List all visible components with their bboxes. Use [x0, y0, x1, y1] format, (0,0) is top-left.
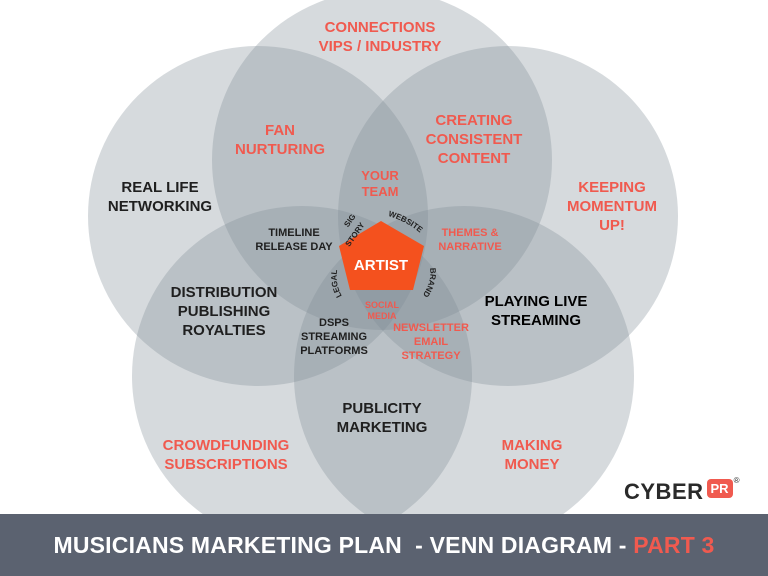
area-keeping-line: MOMENTUM	[567, 198, 657, 215]
area-social-line: MEDIA	[368, 311, 398, 321]
footer-title-accent: PART 3	[633, 531, 715, 558]
area-social-line: SOCIAL	[365, 300, 400, 310]
area-playing-line: STREAMING	[491, 312, 581, 329]
area-creating-line: CREATING	[435, 112, 512, 129]
footer-banner: MUSICIANS MARKETING PLAN - VENN DIAGRAM …	[0, 514, 768, 576]
area-playing: PLAYING LIVE STREAMING	[485, 293, 588, 329]
venn-diagram: ARTIST SIG STORY WEBSITE BRAND LEGAL CON…	[88, 0, 678, 514]
area-connections: CONNECTIONS VIPS / INDUSTRY	[319, 19, 442, 55]
area-publicity-line: PUBLICITY	[342, 400, 421, 417]
artist-pentagon	[339, 221, 424, 290]
area-themes: THEMES & NARRATIVE	[438, 227, 501, 253]
area-distribution: DISTRIBUTION PUBLISHING ROYALTIES	[171, 284, 278, 339]
area-publicity-line: MARKETING	[337, 419, 428, 436]
area-real-life: REAL LIFE NETWORKING	[108, 179, 212, 215]
area-creating-line: CONSISTENT	[426, 131, 523, 148]
area-crowdfunding: CROWDFUNDING SUBSCRIPTIONS	[163, 437, 290, 473]
area-real-life-line: REAL LIFE	[121, 179, 198, 196]
area-newsletter-line: EMAIL	[414, 336, 449, 348]
area-timeline-line: TIMELINE	[268, 227, 319, 239]
area-timeline: TIMELINE RELEASE DAY	[255, 227, 333, 253]
area-newsletter-line: STRATEGY	[401, 350, 461, 362]
cyberpr-logo: CYBER PR ®	[624, 475, 740, 506]
area-real-life-line: NETWORKING	[108, 198, 212, 215]
area-dsps-line: DSPS	[319, 317, 349, 329]
circle-left	[88, 46, 428, 386]
area-fan-line: NURTURING	[235, 141, 325, 158]
area-distribution-line: PUBLISHING	[178, 303, 271, 320]
area-connections-line: VIPS / INDUSTRY	[319, 38, 442, 55]
area-connections-line: CONNECTIONS	[325, 19, 436, 36]
area-dsps-line: STREAMING	[301, 331, 367, 343]
area-publicity: PUBLICITY MARKETING	[337, 400, 428, 436]
area-fan-line: FAN	[265, 122, 295, 139]
area-your-team-line: YOUR	[361, 168, 399, 183]
area-keeping: KEEPING MOMENTUM UP!	[567, 179, 657, 234]
circle-right	[338, 46, 678, 386]
area-crowdfunding-line: CROWDFUNDING	[163, 437, 290, 454]
area-social: SOCIAL MEDIA	[365, 300, 400, 321]
footer-title: MUSICIANS MARKETING PLAN - VENN DIAGRAM …	[53, 532, 714, 559]
area-playing-line: PLAYING LIVE	[485, 293, 588, 310]
area-newsletter: NEWSLETTER EMAIL STRATEGY	[393, 322, 469, 362]
circle-top	[212, 0, 552, 330]
area-distribution-line: ROYALTIES	[182, 322, 265, 339]
area-your-team: YOUR TEAM	[361, 168, 399, 199]
logo-badge: PR	[706, 478, 733, 498]
area-crowdfunding-line: SUBSCRIPTIONS	[164, 456, 287, 473]
area-creating: CREATING CONSISTENT CONTENT	[426, 112, 523, 167]
area-making: MAKING MONEY	[502, 437, 563, 473]
area-making-line: MAKING	[502, 437, 563, 454]
footer-title-main: MUSICIANS MARKETING PLAN - VENN DIAGRAM …	[53, 531, 634, 558]
area-dsps: DSPS STREAMING PLATFORMS	[300, 317, 368, 357]
area-your-team-line: TEAM	[362, 184, 399, 199]
area-keeping-line: UP!	[599, 217, 625, 234]
area-newsletter-line: NEWSLETTER	[393, 322, 469, 334]
area-themes-line: THEMES &	[442, 227, 499, 239]
area-creating-line: CONTENT	[438, 150, 511, 167]
area-fan: FAN NURTURING	[235, 122, 325, 158]
area-making-line: MONEY	[504, 456, 559, 473]
venn-circles	[88, 0, 678, 514]
area-dsps-line: PLATFORMS	[300, 345, 368, 357]
area-distribution-line: DISTRIBUTION	[171, 284, 278, 301]
area-themes-line: NARRATIVE	[438, 241, 501, 253]
logo-word: CYBER	[624, 479, 704, 504]
logo-registered-mark: ®	[733, 475, 740, 485]
area-keeping-line: KEEPING	[578, 179, 646, 196]
artist-label: ARTIST	[354, 257, 408, 274]
area-timeline-line: RELEASE DAY	[255, 241, 333, 253]
